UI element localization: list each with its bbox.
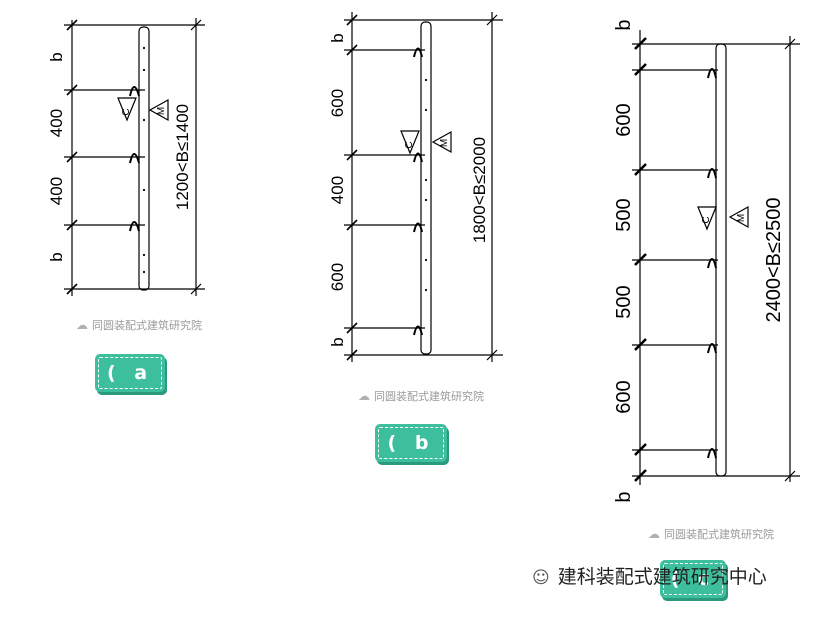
- panel-a-drawing: [64, 18, 205, 296]
- source-footer: ☺ 建科装配式建筑研究中心: [532, 562, 767, 589]
- drawing-sheet: b 400 400 b 1200<B≤1400 C M b 600 400 60…: [47, 12, 800, 503]
- panel-a-seg-4: b: [47, 252, 66, 261]
- panel-a-label: ( a ): [95, 354, 165, 422]
- panel-b-drawing: [344, 12, 503, 362]
- panel-a-range: 1200<B≤1400: [173, 104, 192, 210]
- watermark-c: ☁同圆装配式建筑研究院: [648, 527, 774, 541]
- watermark-logo-icon: ☁: [358, 389, 370, 403]
- panel-b-symbol-m: M: [439, 139, 450, 147]
- panel-c-seg-6: b: [613, 491, 635, 502]
- panel-c-symbol-c: C: [701, 216, 712, 223]
- panel-a-symbol-c: C: [121, 108, 132, 115]
- panel-b-symbol-c: C: [404, 141, 415, 148]
- watermark-logo-icon: ☁: [648, 527, 660, 541]
- panel-c-seg-4: 500: [613, 285, 635, 318]
- panel-b-label: ( b ): [375, 424, 447, 492]
- panel-b-seg-4: 600: [328, 263, 347, 291]
- wechat-icon: ☺: [532, 568, 550, 588]
- watermark-b: ☁同圆装配式建筑研究院: [358, 389, 484, 403]
- panel-c-symbol-m: M: [736, 214, 747, 222]
- watermark-a: ☁同圆装配式建筑研究院: [76, 318, 202, 332]
- panel-c-range: 2400<B≤2500: [763, 198, 785, 323]
- panel-c-seg-1: b: [613, 19, 635, 30]
- watermark-logo-icon: ☁: [76, 318, 88, 332]
- panel-b-range: 1800<B≤2000: [470, 137, 489, 243]
- panel-b-seg-1: b: [328, 33, 347, 42]
- panel-a-symbol-m: M: [156, 107, 167, 115]
- panel-b-seg-2: 600: [328, 89, 347, 117]
- panel-a-seg-2: 400: [47, 109, 66, 137]
- panel-a-seg-3: 400: [47, 177, 66, 205]
- panel-b-seg-3: 400: [328, 176, 347, 204]
- panel-c-seg-2: 600: [613, 103, 635, 136]
- panel-c-drawing: [632, 30, 800, 485]
- panel-c-seg-3: 500: [613, 198, 635, 231]
- footer-text: 建科装配式建筑研究中心: [557, 566, 767, 588]
- panel-a-seg-1: b: [47, 52, 66, 61]
- panel-b-seg-5: b: [328, 337, 347, 346]
- panel-c-seg-5: 600: [613, 380, 635, 413]
